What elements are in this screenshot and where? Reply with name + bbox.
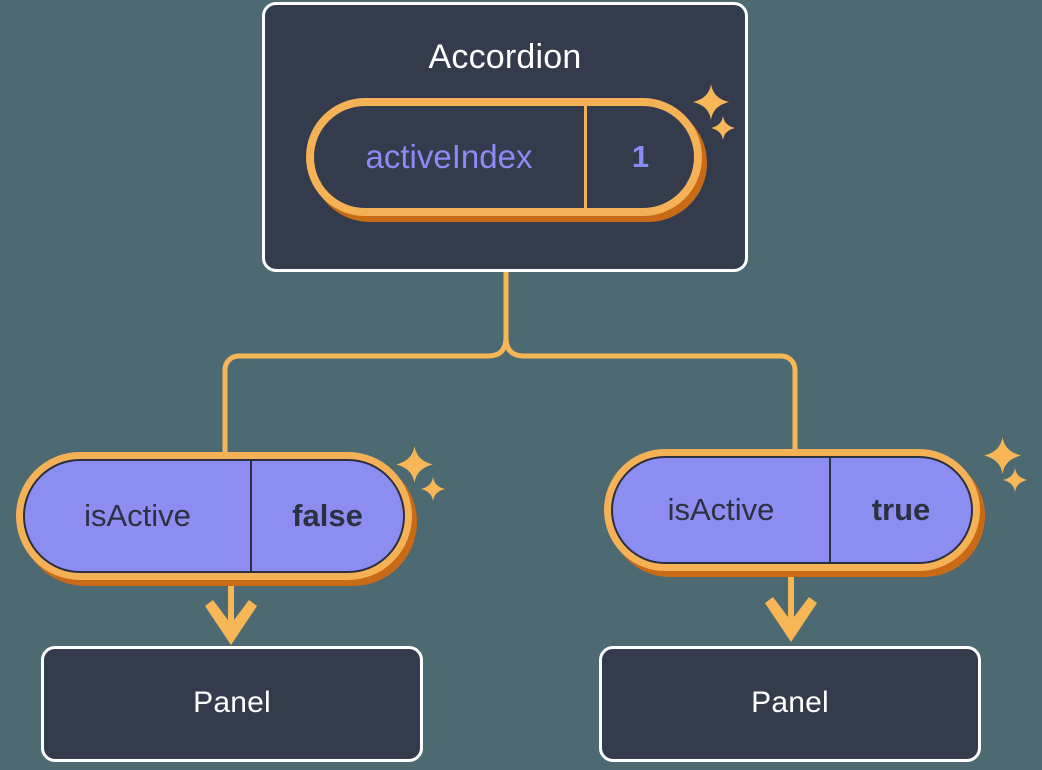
component-title-panel-left: Panel [193,686,271,719]
state-pill-isactive-left[interactable]: isActive false [16,452,412,580]
state-pill-key: isActive [667,492,775,527]
state-pill-inner: activeIndex 1 [314,106,694,208]
component-title-panel-right: Panel [751,686,829,719]
state-pill-isactive-right[interactable]: isActive true [604,449,980,571]
component-title-accordion: Accordion [428,38,582,76]
state-pill-key: activeIndex [365,138,533,175]
arrow-right-branch [765,570,817,642]
connector-root-split [503,268,798,455]
state-pill-value: false [250,461,403,571]
connector-root-split-left [222,334,509,458]
state-pill-key: isActive [84,498,191,533]
state-pill-value: 1 [584,106,694,208]
state-pill-inner: isActive true [611,456,973,564]
arrow-left-branch [205,575,257,645]
component-box-panel-left[interactable]: Panel [41,646,423,762]
component-box-panel-right[interactable]: Panel [599,646,981,762]
state-pill-inner: isActive false [23,459,405,573]
state-pill-activeindex[interactable]: activeIndex 1 [306,98,702,216]
state-pill-value: true [829,458,971,562]
